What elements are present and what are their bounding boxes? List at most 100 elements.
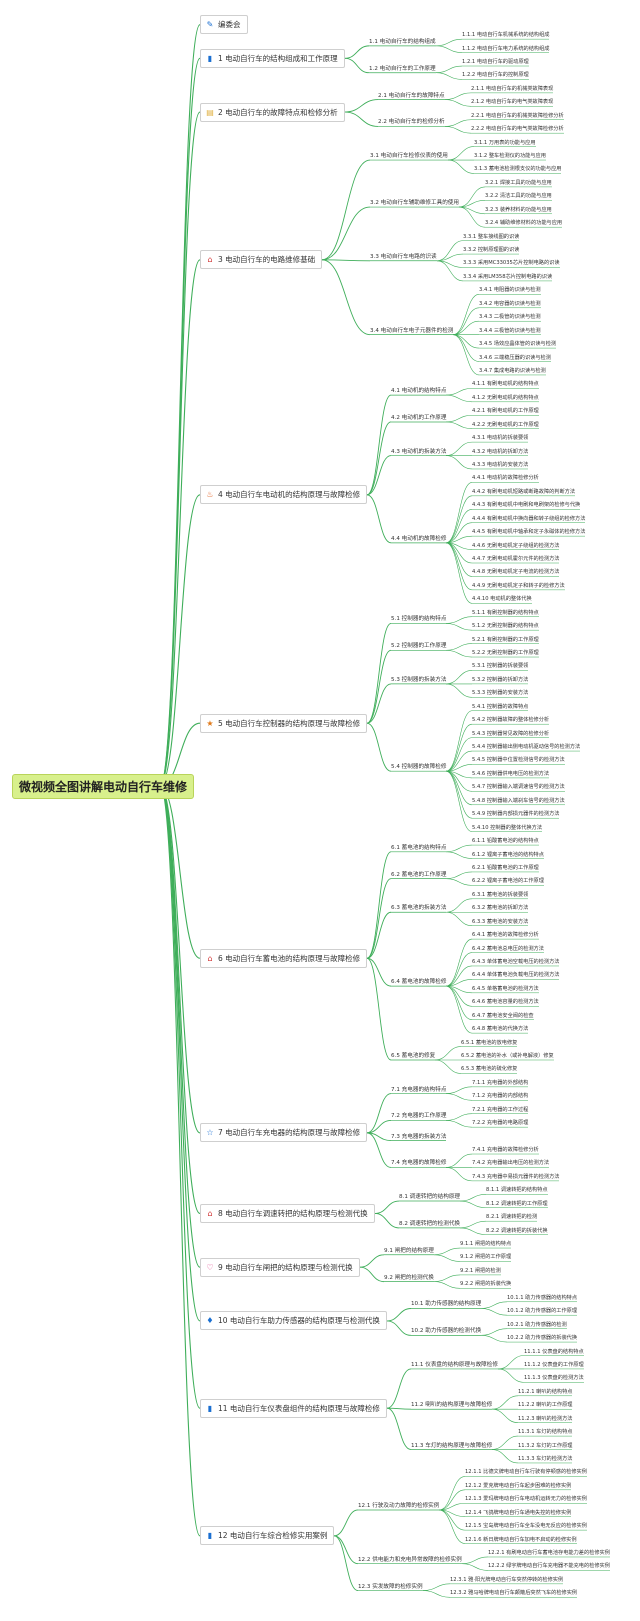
link-line bbox=[445, 1086, 473, 1094]
link-line bbox=[445, 495, 473, 544]
leaf-label: 12.1.3 爱玛牌电动自行车电动机运转无力的检修实例 bbox=[465, 1496, 587, 1503]
leaf-label: 4.4.3 有刷电动机中电刷和电刷架的检修与代换 bbox=[472, 502, 581, 509]
leaf-label: 2.2.2 电动自行车的电气类故障检修分析 bbox=[471, 126, 564, 133]
section-label: 8.2 调速转把的检测代换 bbox=[399, 1220, 461, 1227]
link-line bbox=[366, 957, 392, 987]
link-line bbox=[433, 1254, 461, 1262]
link-line bbox=[436, 253, 464, 262]
link-line bbox=[461, 1556, 489, 1564]
link-line bbox=[445, 394, 473, 403]
leaf-label: 4.4.9 无刷电动机定子和转子的检修方法 bbox=[472, 582, 565, 589]
chapter-title: 编委会 bbox=[218, 20, 241, 30]
chapter-node: ▮1 电动自行车的结构组成和工作原理 bbox=[200, 48, 345, 68]
link-line bbox=[159, 785, 201, 1537]
link-line bbox=[438, 1502, 466, 1511]
link-line bbox=[366, 455, 392, 496]
leaf-label: 9.1.2 闸把的工作原理 bbox=[460, 1254, 512, 1261]
section-label: 4.3 电动机的拆装方法 bbox=[391, 448, 447, 455]
chapter-title: 11 电动自行车仪表盘组件的结构原理与故障检修 bbox=[218, 1403, 380, 1413]
flag-icon: ▮ bbox=[207, 1531, 213, 1541]
section-label: 5.4 控制器的故障检修 bbox=[391, 764, 447, 771]
link-line bbox=[445, 878, 473, 886]
chapter-title: 7 电动自行车充电器的结构原理与故障检修 bbox=[218, 1128, 361, 1138]
section-label: 5.2 控制器的工作原理 bbox=[391, 643, 447, 650]
link-line bbox=[445, 938, 473, 987]
leaf-label: 1.1.1 电动自行车机械系统的结构组成 bbox=[462, 32, 550, 39]
leaf-label: 6.4.1 蓄电池的故障检修分析 bbox=[472, 932, 539, 939]
link-line bbox=[159, 494, 201, 787]
leaf-label: 6.4.5 单格蓄电池的检测方法 bbox=[472, 985, 539, 992]
leaf-label: 4.2.1 有刷电动机的工作原理 bbox=[472, 408, 539, 415]
leaf-label: 3.4.2 电容器的识读与检测 bbox=[479, 300, 541, 307]
leaf-label: 5.1.2 无刷控制器的结构特点 bbox=[472, 623, 539, 630]
section-label: 4.1 电动机的结构特点 bbox=[391, 388, 447, 395]
leaf-label: 5.4.5 控制器中位置检测信号的检测方法 bbox=[472, 757, 565, 764]
section-label: 10.2 助力传感器的检测代换 bbox=[411, 1328, 482, 1335]
leaf-label: 1.2.1 电动自行车的驱动原理 bbox=[462, 59, 529, 65]
leaf-label: 9.2.1 闸把的检测 bbox=[460, 1267, 501, 1274]
link-line bbox=[159, 785, 201, 1134]
leaf-label: 6.2.2 锂离子蓄电池的工作原理 bbox=[472, 878, 544, 885]
leaf-label: 11.2.1 喇叭的结构特点 bbox=[518, 1388, 573, 1395]
link-line bbox=[159, 785, 201, 1322]
leaf-label: 3.1.2 整车检测仪的功能与应用 bbox=[474, 153, 546, 160]
leaf-label: 7.4.1 充电器的故障检修分析 bbox=[472, 1147, 539, 1154]
leaf-label: 3.2.3 装养材料的功能与应用 bbox=[485, 206, 552, 213]
leaf-label: 11.2.3 喇叭的检测方法 bbox=[518, 1415, 573, 1422]
link-line bbox=[445, 1120, 473, 1128]
leaf-label: 6.2.1 铅酸蓄电池的工作原理 bbox=[472, 864, 539, 871]
link-line bbox=[445, 482, 473, 544]
link-line bbox=[159, 785, 201, 1268]
leaf-label: 6.1.2 锂离子蓄电池的结构特点 bbox=[472, 851, 544, 858]
link-line bbox=[333, 1509, 359, 1537]
link-line bbox=[366, 494, 392, 544]
leaf-label: 4.4.6 无刷电动机定子绕组的检测方法 bbox=[472, 542, 560, 549]
link-line bbox=[445, 710, 473, 772]
link-line bbox=[445, 979, 473, 987]
section-label: 10.1 助力传感器的结构原理 bbox=[411, 1301, 482, 1308]
link-line bbox=[445, 455, 473, 470]
link-line bbox=[434, 1046, 462, 1061]
link-line bbox=[445, 985, 473, 1034]
link-line bbox=[366, 421, 392, 496]
leaf-label: 4.4.1 电动机的故障检修分析 bbox=[472, 475, 539, 482]
leaf-label: 5.4.9 控制器内部损元器件的检测方法 bbox=[472, 811, 560, 818]
leaf-label: 11.3.2 车灯的工作原理 bbox=[518, 1442, 573, 1449]
leaf-label: 2.1.1 电动自行车的机械类故障表现 bbox=[471, 85, 554, 92]
link-line bbox=[445, 770, 473, 806]
link-line bbox=[491, 1395, 519, 1410]
link-line bbox=[445, 421, 473, 429]
leaf-label: 6.5.2 蓄电池的补水（或补电解液）修复 bbox=[461, 1052, 554, 1059]
leaf-label: 5.3.2 控制器的拆卸方法 bbox=[472, 676, 529, 683]
link-line bbox=[445, 388, 473, 396]
link-line bbox=[366, 878, 392, 959]
section-label: 5.1 控制器的结构特点 bbox=[391, 616, 447, 623]
leaf-label: 4.2.2 无刷电动机的工作原理 bbox=[472, 421, 539, 428]
section-label: 3.3 电动自行车电路的识读 bbox=[370, 253, 437, 260]
chapter-title: 12 电动自行车综合检修实用案例 bbox=[218, 1531, 328, 1541]
leaf-label: 6.4.2 蓄电池总电压的检测方法 bbox=[472, 945, 544, 952]
section-label: 3.1 电动自行车检修仪表的使用 bbox=[370, 153, 448, 160]
leaf-label: 7.2.2 充电器的电路原理 bbox=[472, 1120, 529, 1127]
leaf-label: 12.1.5 宝岛牌电动自行车全车没电无反应的检修实例 bbox=[465, 1523, 587, 1530]
link-line bbox=[444, 119, 472, 127]
link-line bbox=[321, 259, 371, 336]
link-line bbox=[480, 1328, 508, 1336]
link-line bbox=[436, 240, 464, 262]
chapter-title: 5 电动自行车控制器的结构原理与故障检修 bbox=[218, 718, 361, 728]
link-line bbox=[433, 1247, 461, 1256]
link-line bbox=[435, 72, 463, 80]
chapter-title: 3 电动自行车的电路维修基础 bbox=[218, 255, 316, 265]
chapter-node: ✎编委会 bbox=[200, 15, 248, 35]
link-line bbox=[366, 957, 392, 1061]
chapter-node: ♡9 电动自行车闸把的结构原理与检测代换 bbox=[200, 1257, 360, 1277]
fire-icon: ♨ bbox=[206, 490, 214, 500]
leaf-label: 5.4.4 控制器输出侧电动机驱动信号的检测方法 bbox=[472, 744, 581, 751]
chapter-node: ▤2 电动自行车的故障特点和检修分析 bbox=[200, 102, 345, 122]
leaf-label: 6.4.7 蓄电池安全阀的检查 bbox=[472, 1012, 534, 1019]
leaf-label: 9.1.1 闸把的结构特点 bbox=[460, 1241, 512, 1248]
link-line bbox=[386, 1320, 412, 1336]
link-line bbox=[445, 737, 473, 772]
link-line bbox=[159, 259, 201, 787]
link-line bbox=[366, 394, 392, 496]
